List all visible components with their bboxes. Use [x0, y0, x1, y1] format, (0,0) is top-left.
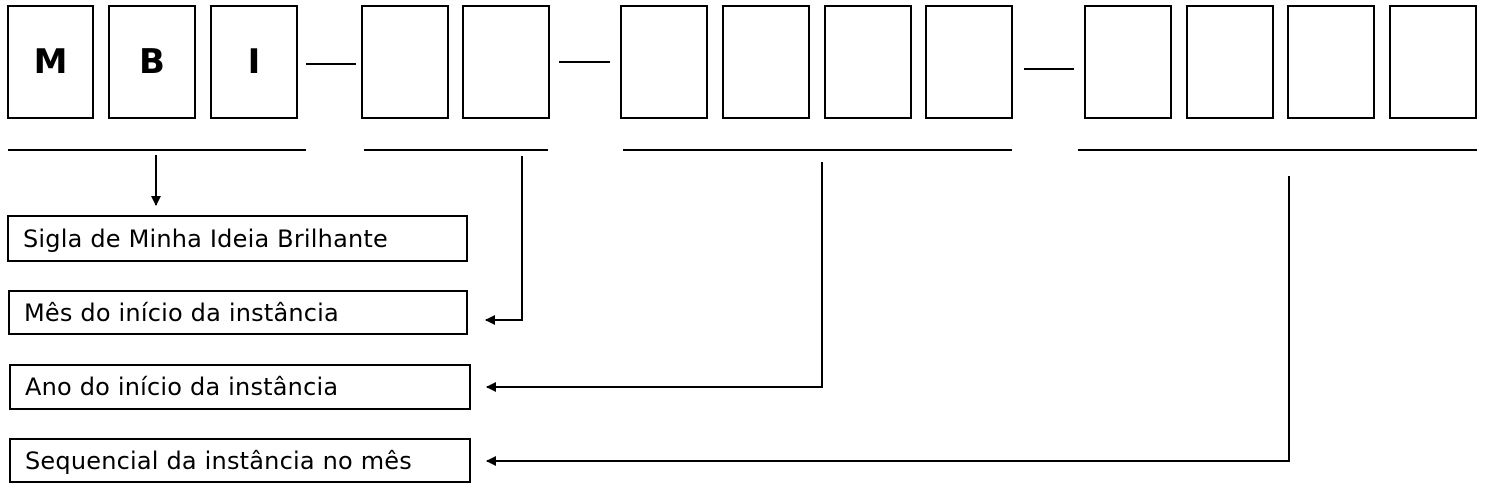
- code-cell-seq-4: [1389, 5, 1477, 119]
- code-char: I: [247, 42, 261, 82]
- arrow-mes: [485, 156, 523, 325]
- code-cell-ano-3: [824, 5, 912, 119]
- code-cell-ano-4: [925, 5, 1013, 119]
- label-sigla-text: Sigla de Minha Ideia Brilhante: [23, 224, 388, 253]
- label-ano: Ano do início da instância: [9, 364, 471, 410]
- code-cell-ano-2: [722, 5, 810, 119]
- label-sequencial: Sequencial da instância no mês: [9, 438, 471, 483]
- code-cell-sigla-3: I: [210, 5, 298, 119]
- label-mes: Mês do início da instância: [8, 290, 468, 335]
- code-char: B: [139, 42, 165, 82]
- code-cell-sigla-1: M: [7, 5, 94, 119]
- code-cell-mes-2: [462, 5, 550, 119]
- code-cell-seq-3: [1287, 5, 1375, 119]
- code-cell-mes-1: [361, 5, 449, 119]
- code-cell-sigla-2: B: [108, 5, 196, 119]
- label-mes-text: Mês do início da instância: [24, 298, 339, 327]
- label-sigla: Sigla de Minha Ideia Brilhante: [7, 215, 468, 262]
- code-cell-seq-2: [1186, 5, 1274, 119]
- code-cell-seq-1: [1084, 5, 1172, 119]
- arrow-ano: [486, 162, 823, 392]
- label-sequencial-text: Sequencial da instância no mês: [25, 446, 412, 475]
- label-ano-text: Ano do início da instância: [25, 373, 339, 401]
- code-cell-ano-1: [620, 5, 708, 119]
- code-char: M: [33, 42, 68, 82]
- arrow-sequencial: [486, 176, 1290, 466]
